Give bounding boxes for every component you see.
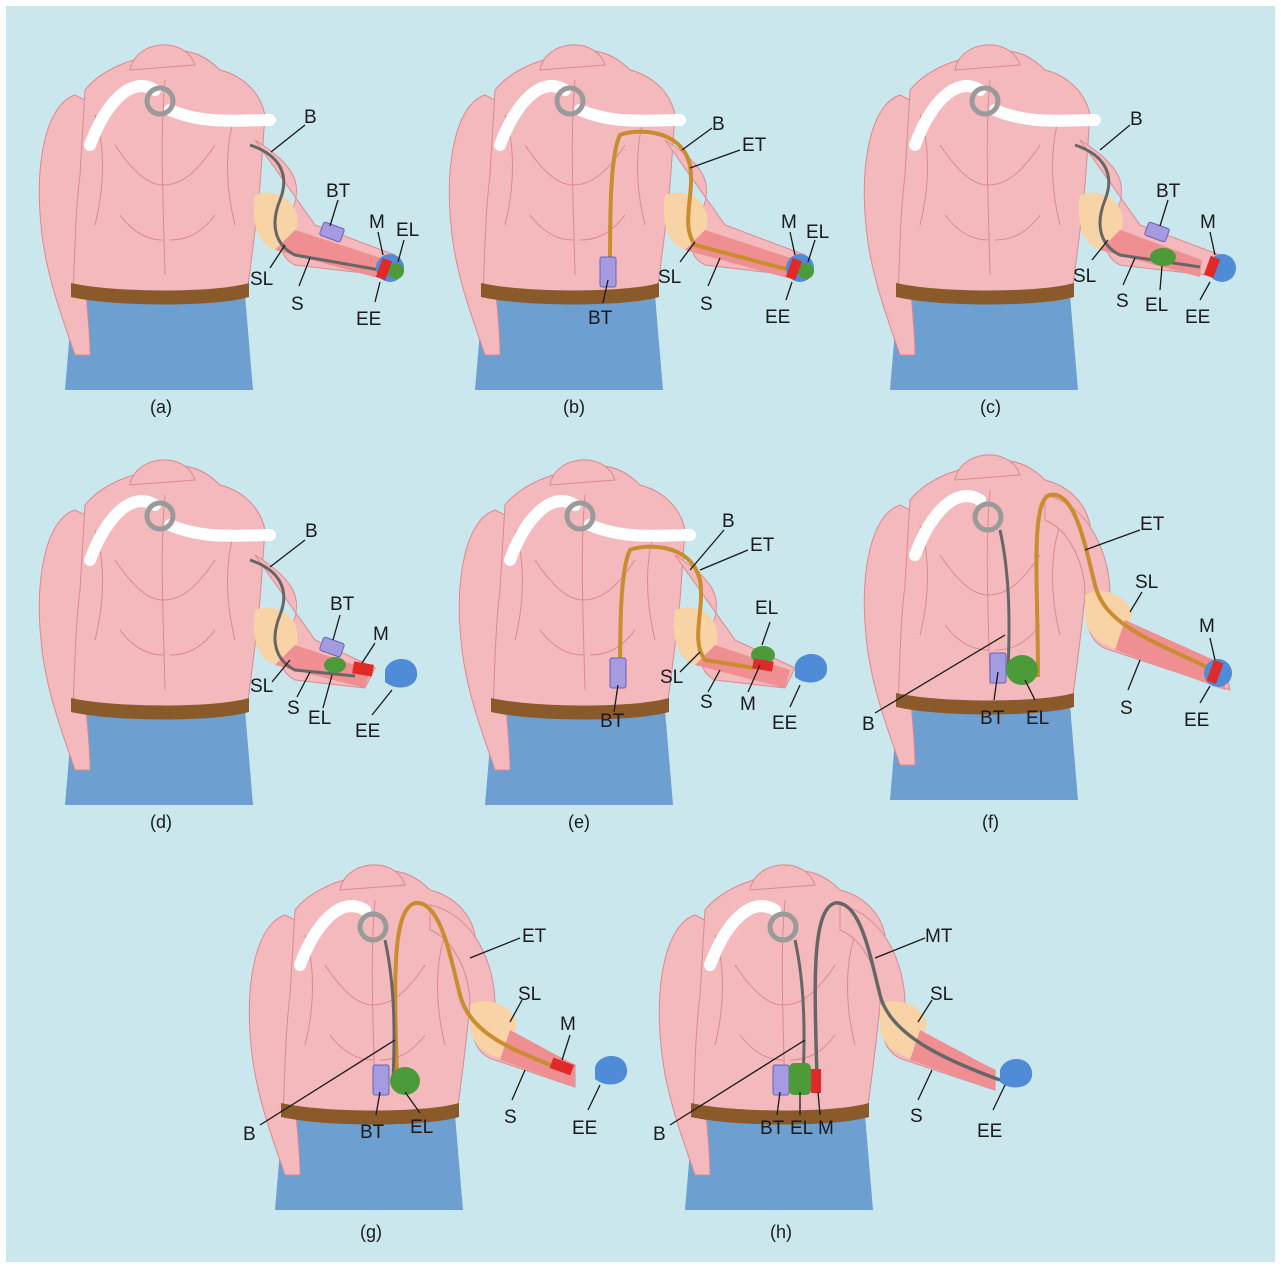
panel-a	[39, 45, 404, 390]
label-b-SL: SL	[658, 267, 681, 288]
label-b-M: M	[781, 212, 797, 233]
label-g-M: M	[560, 1014, 576, 1035]
caption-c: (c)	[980, 397, 1001, 417]
panel-f	[864, 455, 1232, 800]
panel-c	[864, 45, 1236, 390]
label-f-EL: EL	[1026, 708, 1049, 729]
panel-d	[39, 460, 417, 805]
caption-e: (e)	[568, 812, 590, 832]
label-f-SL: SL	[1135, 572, 1158, 593]
label-e-EL: EL	[755, 598, 778, 619]
label-e-EE: EE	[772, 713, 797, 734]
label-d-EL: EL	[308, 708, 331, 729]
label-a-B: B	[304, 107, 317, 128]
label-h-B: B	[653, 1124, 666, 1145]
label-b-EL: EL	[806, 222, 829, 243]
label-f-S: S	[1120, 698, 1133, 719]
label-e-ET: ET	[750, 535, 775, 556]
label-g-ET: ET	[522, 926, 547, 947]
label-a-EE: EE	[356, 309, 381, 330]
panel-b	[449, 45, 814, 390]
label-d-SL: SL	[250, 676, 273, 697]
label-g-SL: SL	[518, 984, 541, 1005]
label-f-M: M	[1199, 616, 1215, 637]
label-g-BT: BT	[360, 1122, 385, 1143]
label-d-B: B	[305, 521, 318, 542]
panel-e	[459, 460, 827, 805]
caption-f: (f)	[982, 812, 999, 832]
label-h-EE: EE	[977, 1121, 1002, 1142]
label-e-B: B	[722, 511, 735, 532]
label-h-M: M	[818, 1118, 834, 1139]
label-e-BT: BT	[600, 711, 625, 732]
label-a-BT: BT	[326, 181, 351, 202]
label-c-EL: EL	[1145, 295, 1168, 316]
label-h-S: S	[910, 1106, 923, 1127]
label-b-EE: EE	[765, 307, 790, 328]
label-c-S: S	[1116, 291, 1129, 312]
label-h-SL: SL	[930, 984, 953, 1005]
label-g-B: B	[243, 1124, 256, 1145]
caption-h: (h)	[770, 1222, 792, 1242]
label-a-M: M	[369, 212, 385, 233]
caption-d: (d)	[150, 812, 172, 832]
label-c-BT: BT	[1156, 181, 1181, 202]
label-g-EE: EE	[572, 1118, 597, 1139]
panel-h	[659, 865, 1032, 1210]
label-f-ET: ET	[1140, 514, 1165, 535]
label-a-EL: EL	[396, 220, 419, 241]
label-g-EL: EL	[410, 1117, 433, 1138]
label-f-B: B	[862, 714, 875, 735]
label-e-S: S	[700, 692, 713, 713]
label-h-BT: BT	[760, 1118, 785, 1139]
caption-g: (g)	[360, 1222, 382, 1242]
label-b-BT: BT	[588, 308, 613, 329]
label-h-EL: EL	[790, 1118, 813, 1139]
label-b-B: B	[712, 114, 725, 135]
panel-g	[249, 865, 627, 1210]
label-b-ET: ET	[742, 135, 767, 156]
label-a-SL: SL	[250, 269, 273, 290]
label-c-B: B	[1130, 109, 1143, 130]
label-b-S: S	[700, 294, 713, 315]
caption-a: (a)	[150, 397, 172, 417]
label-c-EE: EE	[1185, 307, 1210, 328]
label-d-M: M	[373, 624, 389, 645]
label-f-BT: BT	[980, 708, 1005, 729]
label-d-BT: BT	[330, 594, 355, 615]
label-a-S: S	[291, 294, 304, 315]
label-e-SL: SL	[660, 667, 683, 688]
label-e-M: M	[740, 694, 756, 715]
label-c-SL: SL	[1073, 266, 1096, 287]
label-d-EE: EE	[355, 721, 380, 742]
label-c-M: M	[1200, 212, 1216, 233]
label-h-MT: MT	[925, 926, 953, 947]
label-g-S: S	[504, 1107, 517, 1128]
label-f-EE: EE	[1184, 710, 1209, 731]
label-d-S: S	[287, 698, 300, 719]
caption-b: (b)	[563, 397, 585, 417]
